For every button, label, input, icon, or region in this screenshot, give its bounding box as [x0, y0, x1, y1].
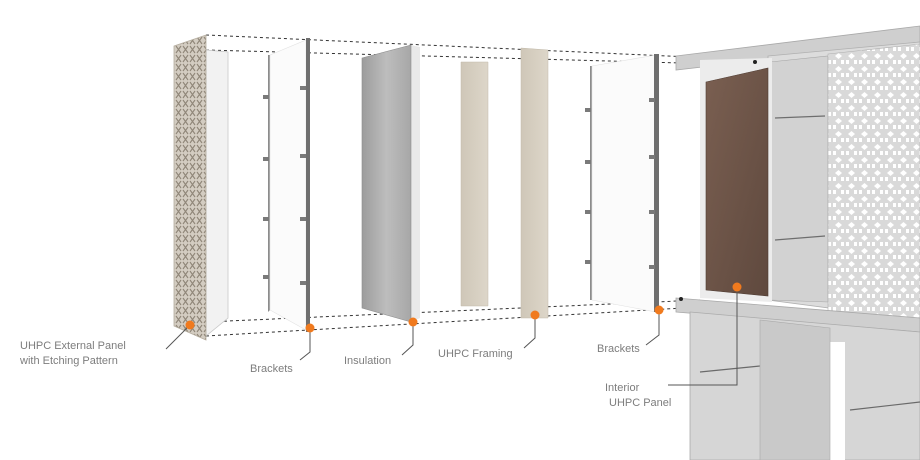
- label-line: Interior: [605, 382, 640, 394]
- label-brackets-left: Brackets: [250, 363, 293, 375]
- uhpc-framing-layer: [460, 47, 549, 319]
- callout-markers: [185, 282, 742, 333]
- label-uhpc-external-panel: UHPC External Panel with Etching Pattern: [20, 339, 126, 369]
- leader-brackets-right: [645, 310, 660, 346]
- insulation-layer: [361, 44, 420, 323]
- brackets-right-layer: [585, 54, 659, 313]
- marker-uhpc-framing: [530, 310, 540, 320]
- building-context: [675, 25, 920, 460]
- marker-interior-uhpc-panel: [732, 282, 742, 292]
- leader-uhpc-external-panel: [165, 324, 191, 350]
- label-line: with Etching Pattern: [20, 355, 118, 367]
- label-brackets-right: Brackets: [597, 343, 640, 355]
- leader-uhpc-framing: [523, 315, 536, 349]
- label-insulation: Insulation: [344, 355, 392, 367]
- uhpc-external-panel: [173, 34, 229, 341]
- label-line: UHPC Panel: [609, 397, 672, 409]
- guide-line-bottom-inner: [205, 306, 701, 337]
- brackets-left-layer: [263, 38, 310, 332]
- label-line: UHPC External Panel: [20, 340, 126, 352]
- leader-insulation: [401, 322, 414, 356]
- guide-line-bottom-outer: [205, 299, 701, 323]
- leader-interior-uhpc-panel: [668, 287, 738, 386]
- leader-brackets-left: [299, 328, 311, 361]
- marker-uhpc-external-panel: [185, 320, 195, 330]
- marker-brackets-right: [654, 305, 664, 315]
- leader-lines: [165, 287, 738, 386]
- label-uhpc-framing: UHPC Framing: [438, 348, 513, 360]
- marker-brackets-left: [305, 323, 315, 333]
- marker-insulation: [408, 317, 418, 327]
- guide-line-top-outer: [205, 34, 756, 61]
- label-interior-uhpc-panel: Interior UHPC Panel: [605, 381, 671, 411]
